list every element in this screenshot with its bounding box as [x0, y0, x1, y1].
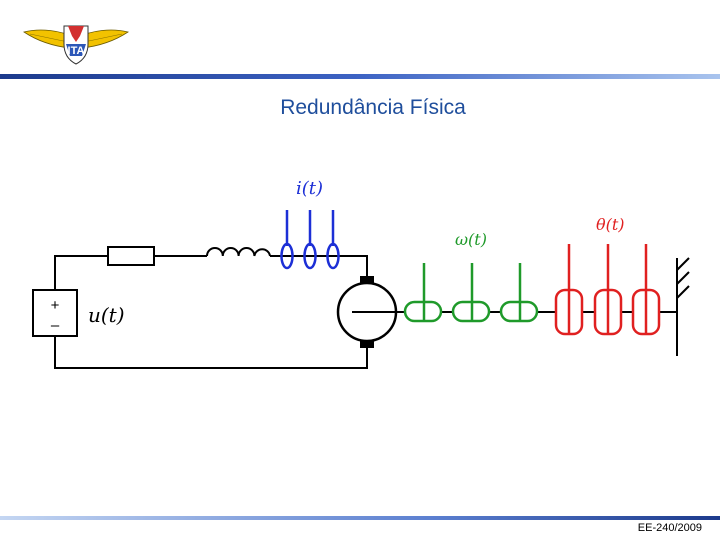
position-sensor-1: [554, 244, 584, 336]
voltage-label: u(t): [88, 303, 125, 327]
current-label: i(t): [296, 178, 323, 199]
source-plus-sign: +: [51, 297, 60, 314]
position-sensor-3: [631, 244, 661, 336]
footer-divider: [0, 516, 720, 520]
page-title: Redundância Física: [280, 96, 466, 119]
speed-sensor-2: [451, 263, 491, 323]
circuit-wires: [54, 255, 368, 369]
inductor-coil: [206, 247, 271, 257]
resistor: [107, 246, 155, 266]
fixed-wall: [676, 257, 690, 356]
voltage-source: + –: [32, 289, 78, 337]
source-minus-sign: –: [51, 317, 60, 334]
current-sensor-1: [280, 210, 294, 270]
footer-course-code: EE-240/2009: [637, 522, 702, 534]
logo-text: ITA: [68, 45, 85, 57]
position-sensor-2: [593, 244, 623, 336]
speed-sensor-group: [403, 263, 539, 323]
speed-sensor-1: [403, 263, 443, 323]
header-divider: [0, 74, 720, 79]
position-sensor-group: [554, 244, 661, 336]
omega-label: ω(t): [455, 230, 487, 249]
theta-label: θ(t): [596, 215, 625, 234]
speed-sensor-3: [499, 263, 539, 323]
current-sensor-3: [326, 210, 340, 270]
ita-wings-logo-icon: ITA: [23, 25, 129, 65]
current-sensor-2: [303, 210, 317, 270]
current-sensor-group: [280, 210, 340, 270]
